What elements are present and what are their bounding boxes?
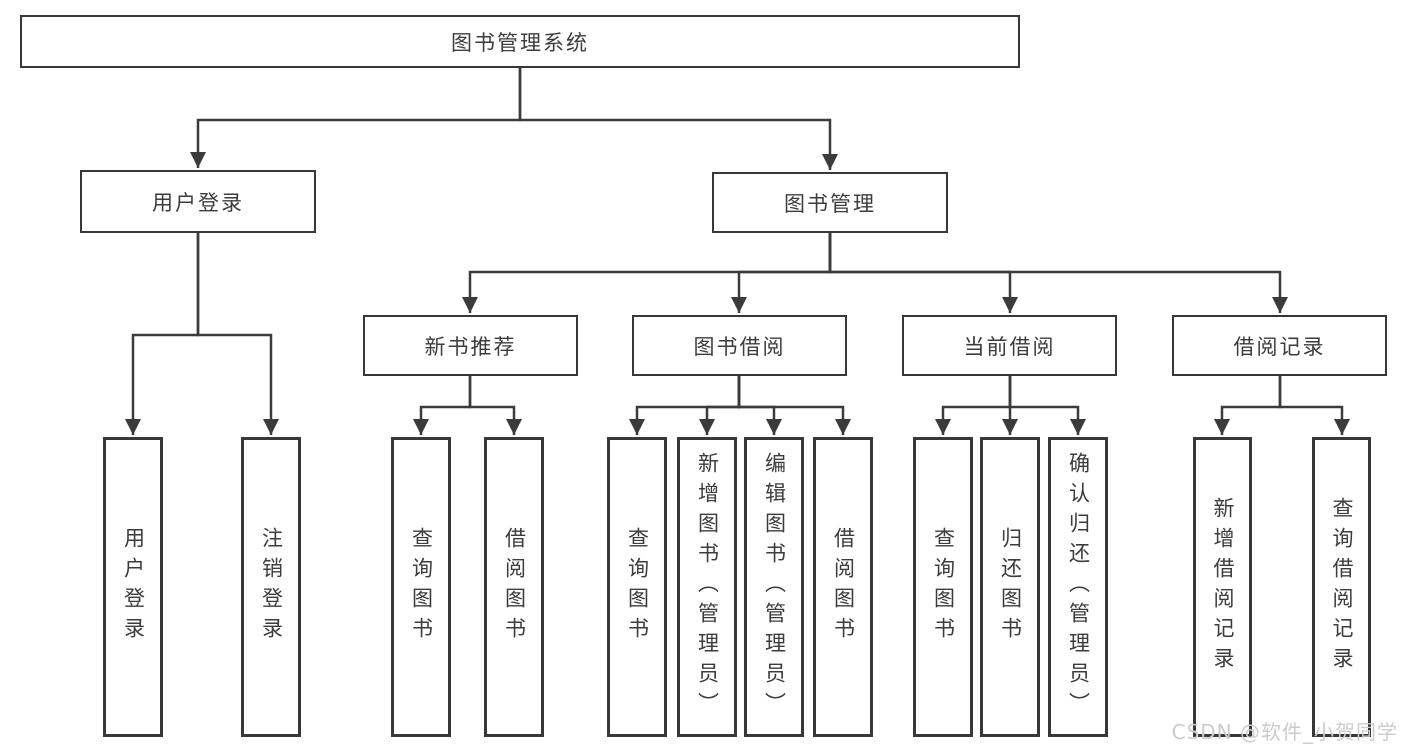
leaf-query-books: 查询图书 bbox=[607, 437, 667, 737]
node-new-book-recommend: 新书推荐 bbox=[363, 315, 578, 376]
node-label: 图书管理 bbox=[784, 191, 876, 216]
node-book-borrow: 图书借阅 bbox=[632, 315, 847, 376]
edge-root-to-book-mgmt bbox=[518, 68, 839, 170]
edge-borrow-to-leaf bbox=[737, 376, 783, 435]
edge-user-login-to-leaf bbox=[124, 233, 200, 435]
leaf-return-books: 归还图书 bbox=[980, 437, 1040, 737]
leaf-label: 查询图书 bbox=[625, 527, 650, 647]
leaf-query-books: 查询图书 bbox=[391, 437, 451, 737]
node-label: 新书推荐 bbox=[424, 334, 517, 359]
edge-borrow-to-leaf bbox=[737, 376, 852, 435]
leaf-add-books-admin: 新增图书（管理员） bbox=[677, 437, 737, 737]
leaf-label: 查询图书 bbox=[409, 527, 434, 647]
leaf-label: 查询图书 bbox=[931, 527, 956, 647]
edge-root-to-user-login bbox=[189, 68, 522, 168]
leaf-label: 注销登录 bbox=[259, 527, 284, 647]
leaf-query-books: 查询图书 bbox=[913, 437, 973, 737]
leaf-label: 编辑图书（管理员） bbox=[762, 452, 787, 722]
leaf-add-borrow-record: 新增借阅记录 bbox=[1193, 437, 1252, 737]
node-book-management: 图书管理 bbox=[712, 172, 948, 233]
leaf-query-borrow-record: 查询借阅记录 bbox=[1312, 437, 1371, 737]
leaf-user-login: 用户登录 bbox=[103, 437, 163, 737]
node-label: 用户登录 bbox=[152, 190, 244, 215]
leaf-logout: 注销登录 bbox=[241, 437, 301, 737]
leaf-label: 查询借阅记录 bbox=[1330, 497, 1354, 677]
node-user-login: 用户登录 bbox=[80, 170, 316, 233]
leaf-confirm-return-admin: 确认归还（管理员） bbox=[1048, 437, 1108, 737]
node-label: 借阅记录 bbox=[1233, 334, 1326, 359]
leaf-label: 用户登录 bbox=[121, 527, 146, 647]
edge-new-book-to-leaf bbox=[468, 376, 523, 435]
edge-current-to-leaf bbox=[934, 376, 1012, 435]
node-current-borrow: 当前借阅 bbox=[902, 315, 1117, 376]
edge-book-mgmt-to-records bbox=[828, 233, 1289, 313]
leaf-label: 确认归还（管理员） bbox=[1066, 452, 1091, 722]
edge-records-to-leaf bbox=[1213, 376, 1282, 435]
node-label: 图书管理系统 bbox=[451, 30, 589, 55]
edge-book-mgmt-to-borrow bbox=[730, 233, 832, 313]
leaf-label: 新增图书（管理员） bbox=[695, 452, 720, 722]
edge-user-login-to-leaf bbox=[196, 233, 280, 435]
node-label: 当前借阅 bbox=[963, 334, 1056, 359]
leaf-label: 借阅图书 bbox=[502, 527, 527, 647]
node-library-system: 图书管理系统 bbox=[20, 15, 1020, 68]
edge-borrow-to-leaf bbox=[628, 376, 741, 435]
node-label: 图书借阅 bbox=[693, 334, 786, 359]
csdn-watermark: CSDN @软件_小贺同学 bbox=[1171, 720, 1398, 744]
leaf-borrow-books: 借阅图书 bbox=[813, 437, 873, 737]
leaf-edit-books-admin: 编辑图书（管理员） bbox=[744, 437, 804, 737]
leaf-label: 新增借阅记录 bbox=[1211, 497, 1235, 677]
node-borrow-records: 借阅记录 bbox=[1172, 315, 1387, 376]
edge-new-book-to-leaf bbox=[412, 376, 472, 435]
edge-records-to-leaf bbox=[1278, 376, 1351, 435]
edge-borrow-to-leaf bbox=[698, 376, 741, 435]
leaf-borrow-books: 借阅图书 bbox=[484, 437, 544, 737]
edge-current-to-leaf bbox=[1008, 376, 1087, 435]
leaf-label: 借阅图书 bbox=[831, 527, 856, 647]
leaf-label: 归还图书 bbox=[998, 527, 1023, 647]
